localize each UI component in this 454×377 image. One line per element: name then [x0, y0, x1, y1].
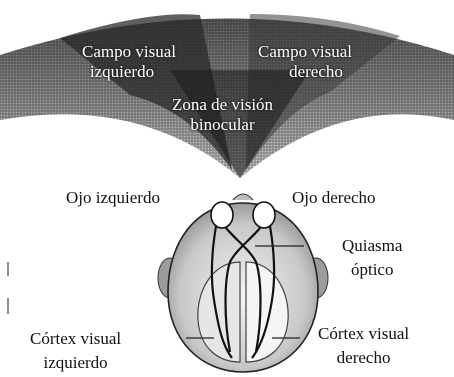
right-visual-field-label: Campo visual derecho	[258, 42, 352, 82]
right-eye	[253, 202, 275, 228]
right-visual-cortex-label: Córtex visual derecho	[318, 324, 409, 368]
optic-chiasm-label: Quiasma óptico	[342, 236, 402, 280]
binocular-zone-label: Zona de visión binocular	[172, 95, 273, 135]
left-visual-cortex-label: Córtex visual izquierdo	[30, 329, 121, 373]
right-eye-label: Ojo derecho	[292, 188, 376, 208]
left-eye-label: Ojo izquierdo	[66, 188, 160, 208]
left-eye	[211, 202, 233, 228]
left-visual-field-label: Campo visual izquierdo	[82, 42, 176, 82]
head-illustration	[158, 194, 328, 372]
